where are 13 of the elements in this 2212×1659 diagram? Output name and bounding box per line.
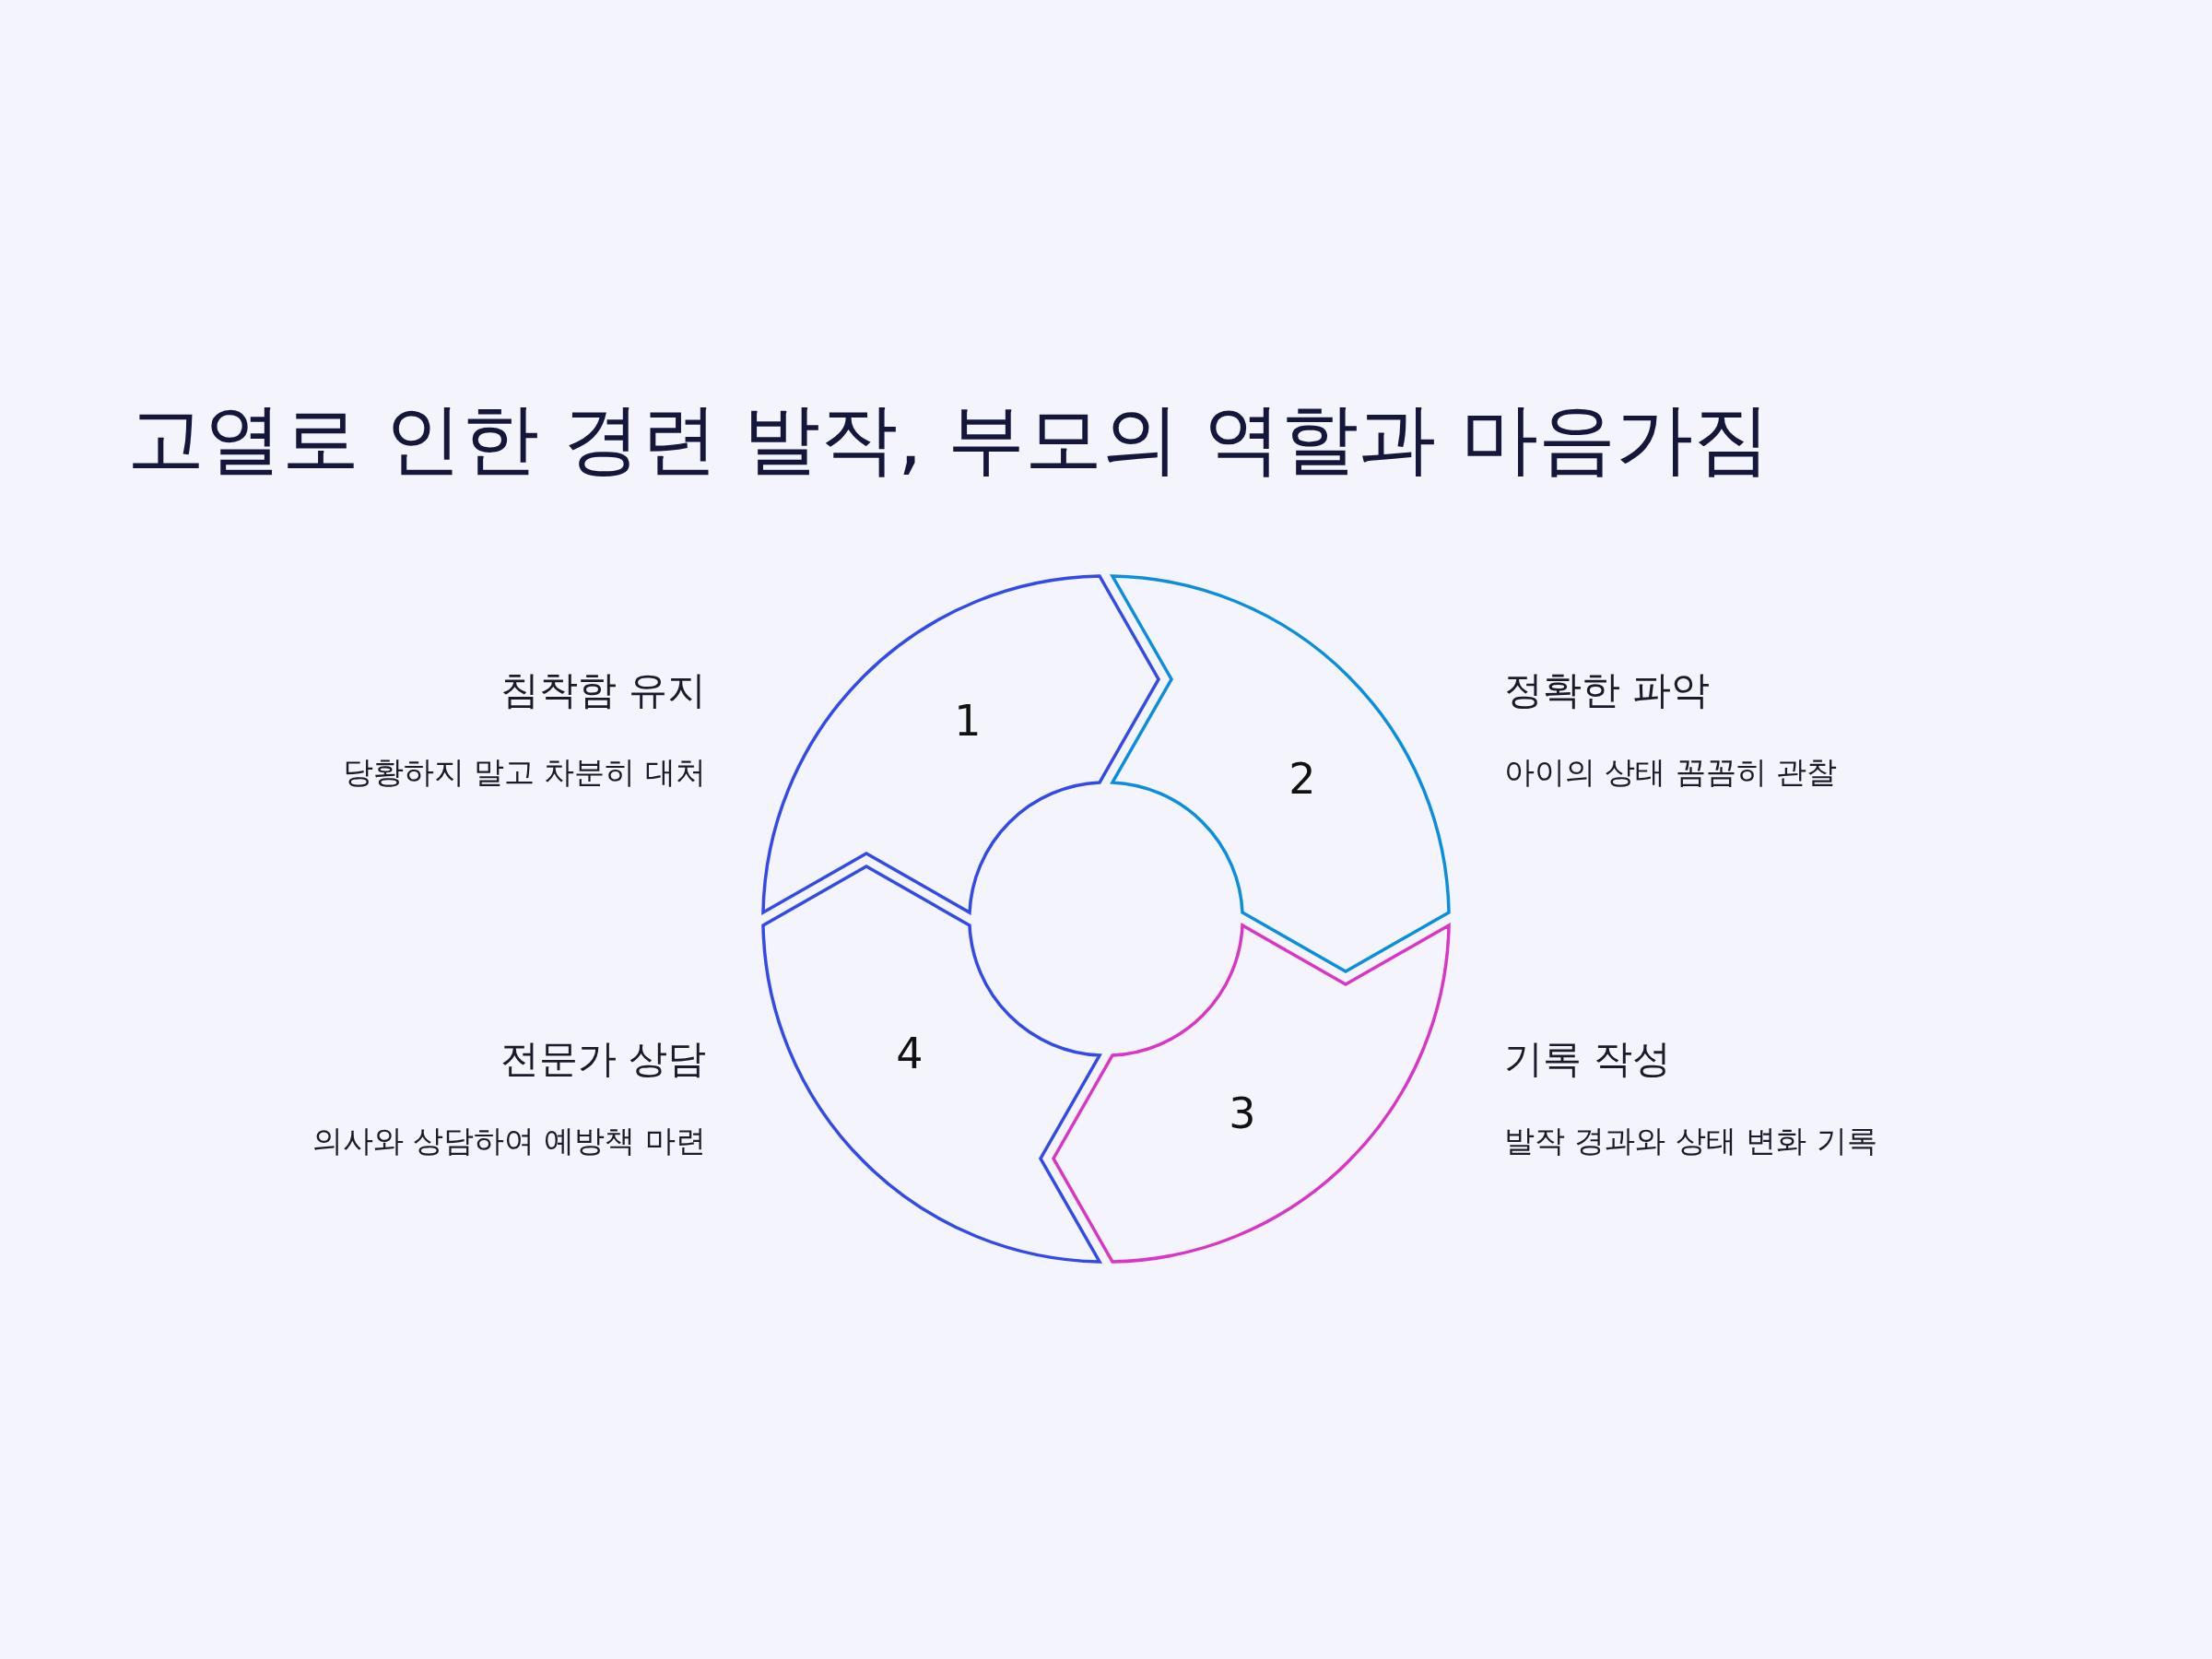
step-description: 의사와 상담하여 예방책 마련 [312, 1122, 706, 1160]
step-heading: 정확한 파악 [1504, 666, 1711, 714]
step-description: 발작 경과와 상태 변화 기록 [1504, 1122, 1877, 1160]
step-number: 3 [1229, 1092, 1256, 1135]
step-number: 4 [896, 1032, 924, 1075]
step-description: 아이의 상태 꼼꼼히 관찰 [1504, 753, 1838, 792]
step-heading: 기록 작성 [1504, 1035, 1672, 1083]
step-description: 당황하지 말고 차분히 대처 [342, 753, 706, 792]
step-heading: 전문가 상담 [500, 1035, 706, 1083]
title: 고열로 인한 경련 발작, 부모의 역할과 마음가짐 [127, 393, 1771, 486]
step-heading: 침착함 유지 [500, 666, 706, 714]
step-number: 1 [954, 700, 982, 742]
step-number: 2 [1288, 758, 1316, 800]
